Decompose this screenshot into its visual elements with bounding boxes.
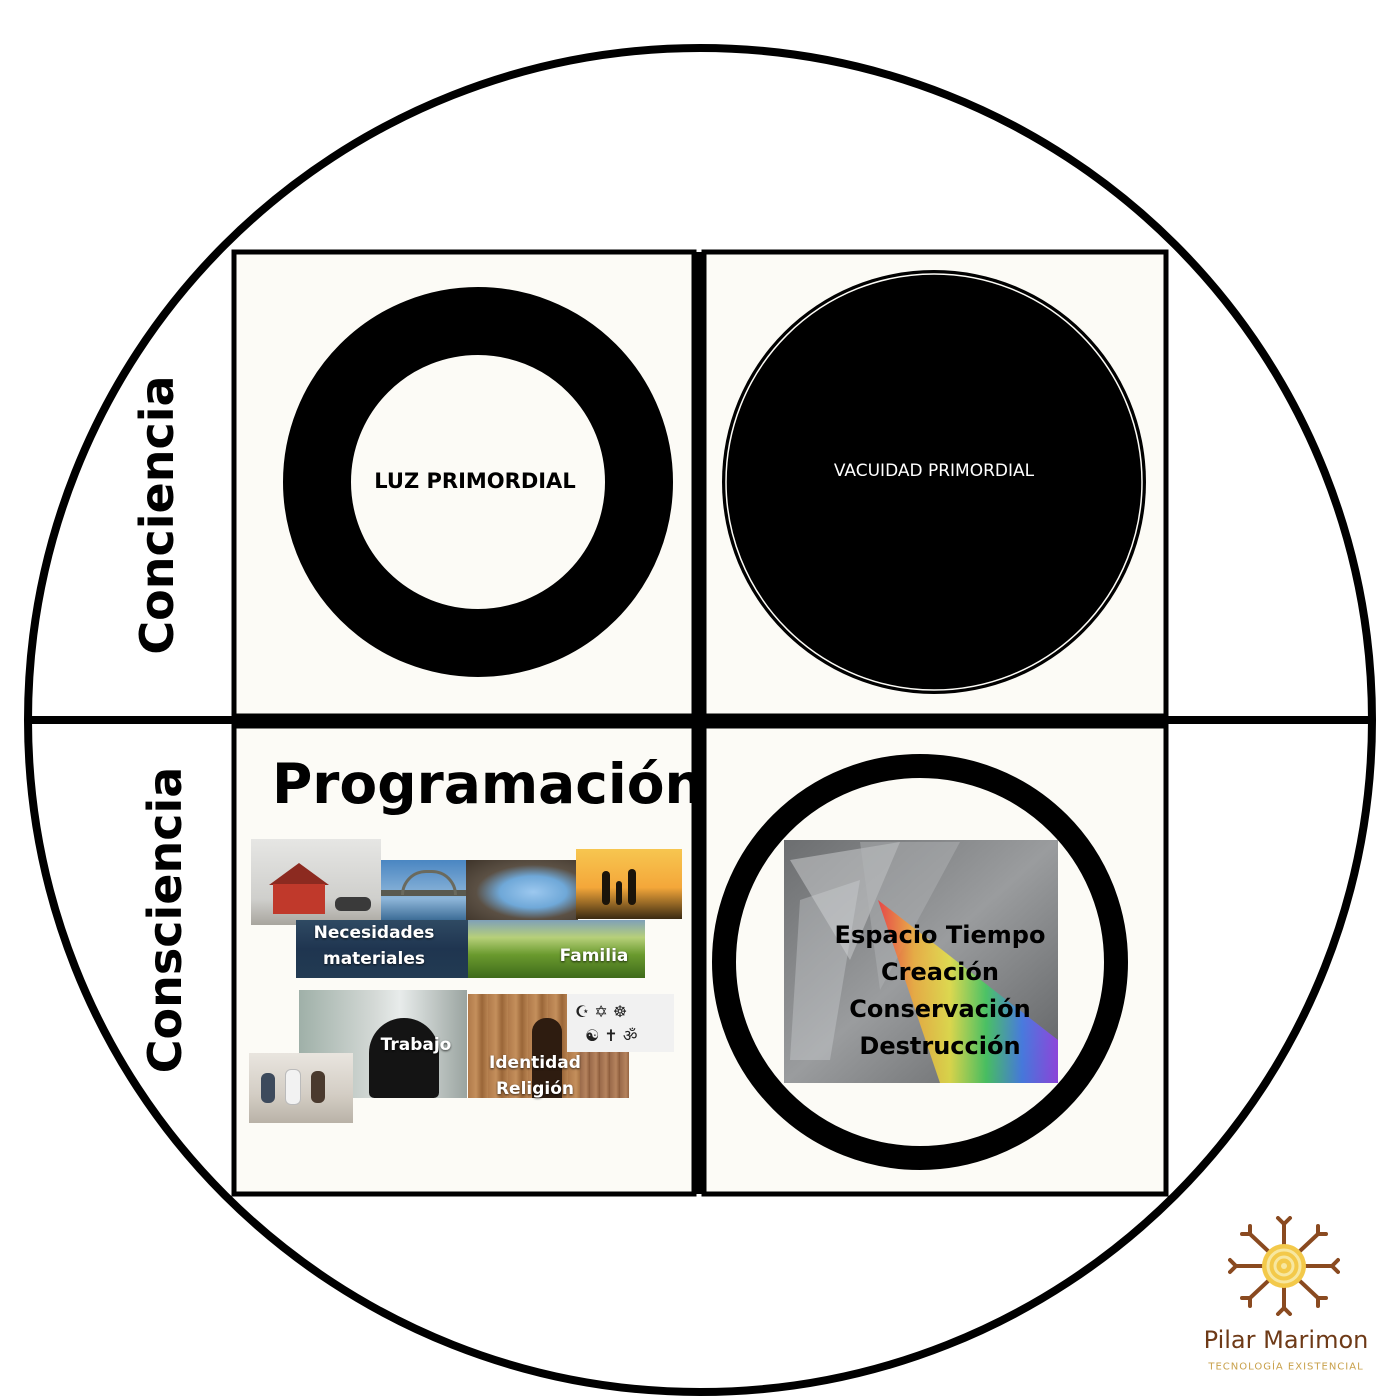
brand-name: Pilar Marimon: [1203, 1326, 1369, 1354]
consciencia-label: Consciencia: [138, 766, 192, 1074]
sun-logo-icon: [1228, 1216, 1340, 1316]
bridge-photo: [381, 860, 467, 924]
vacuidad-inner-rim: [725, 273, 1143, 691]
conciencia-label: Conciencia: [130, 375, 184, 655]
programacion-title: Programación: [272, 752, 704, 816]
prism-text: Espacio Tiempo Creación Conservación Des…: [835, 917, 1046, 1065]
conservacion-line: Conservación: [849, 995, 1031, 1023]
identidad-religion-label: Identidad Religión: [489, 1053, 581, 1099]
wood-strip-photo: [580, 1052, 629, 1098]
religion-symbols-photo: ☪ ✡ ☸ ☯ ✝ ॐ: [567, 994, 674, 1052]
destruccion-line: Destrucción: [859, 1032, 1021, 1060]
vacuidad-primordial-circle: [722, 270, 1146, 694]
trabajo-label: Trabajo: [380, 1035, 452, 1055]
cave-landscape-photo: [466, 860, 578, 924]
vacuidad-primordial-label: VACUIDAD PRIMORDIAL: [833, 461, 1035, 481]
house-photo: [251, 839, 381, 925]
espacio-tiempo-line: Espacio Tiempo: [834, 921, 1046, 949]
family-silhouette-photo: [576, 849, 682, 919]
luz-primordial-ring: [283, 287, 673, 677]
field-photo: [468, 920, 645, 978]
meeting-photo: [249, 1053, 353, 1123]
brand-tagline: TECNOLOGÍA EXISTENCIAL: [1208, 1361, 1364, 1373]
earth-water-photo: [296, 920, 468, 978]
necesidades-materiales-label: Necesidades materiales: [313, 923, 435, 969]
creacion-line: Creación: [881, 958, 999, 986]
cat-window-photo: [299, 990, 467, 1098]
familia-label: Familia: [559, 946, 629, 966]
luz-primordial-label: LUZ PRIMORDIAL: [374, 469, 576, 493]
prism-photo: [784, 840, 1058, 1083]
identity-wood-photo: [468, 994, 580, 1098]
